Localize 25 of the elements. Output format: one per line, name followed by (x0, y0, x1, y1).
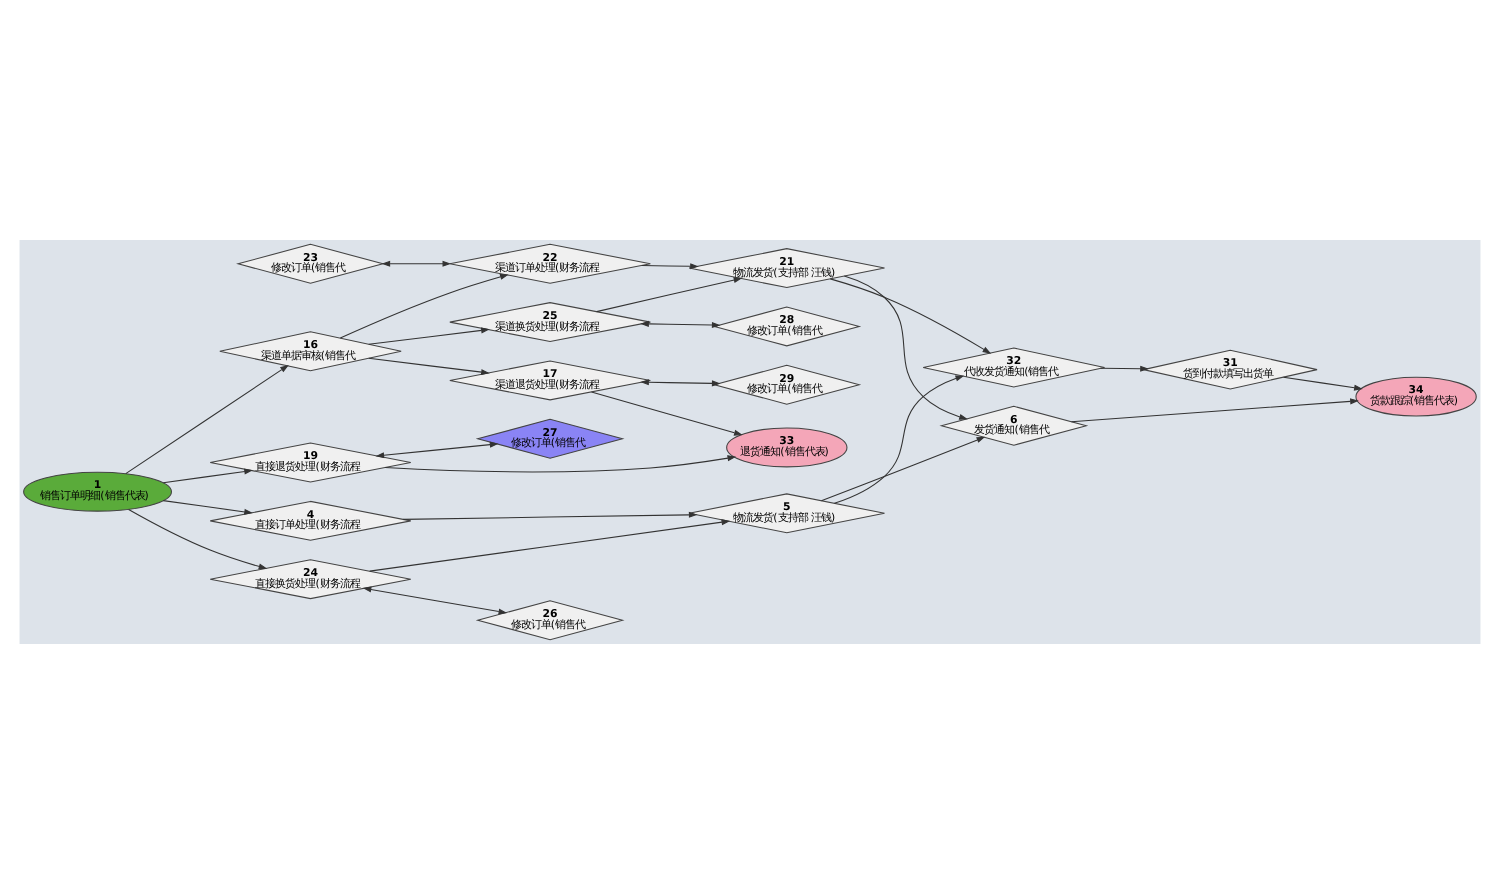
arrow (369, 519, 731, 572)
arrow (368, 357, 490, 376)
arrow (1283, 376, 1363, 391)
arrow (590, 391, 743, 436)
arrow (375, 441, 499, 459)
arrow (362, 586, 508, 615)
arrow (381, 260, 452, 267)
arrow (1100, 365, 1149, 372)
arrow (820, 436, 986, 502)
arrow (843, 275, 968, 420)
arrow (596, 277, 743, 313)
arrow (640, 379, 721, 387)
arrow (402, 511, 698, 520)
arrow (640, 320, 721, 329)
arrow (829, 278, 992, 354)
arrow (641, 263, 699, 270)
arrow (384, 455, 737, 473)
arrow (162, 468, 253, 484)
arrow (1070, 398, 1359, 423)
arrow (368, 327, 490, 345)
arrow (339, 273, 509, 339)
arrow (128, 508, 268, 570)
arrow (833, 375, 965, 504)
arrow (162, 500, 253, 515)
arrow (125, 364, 289, 475)
